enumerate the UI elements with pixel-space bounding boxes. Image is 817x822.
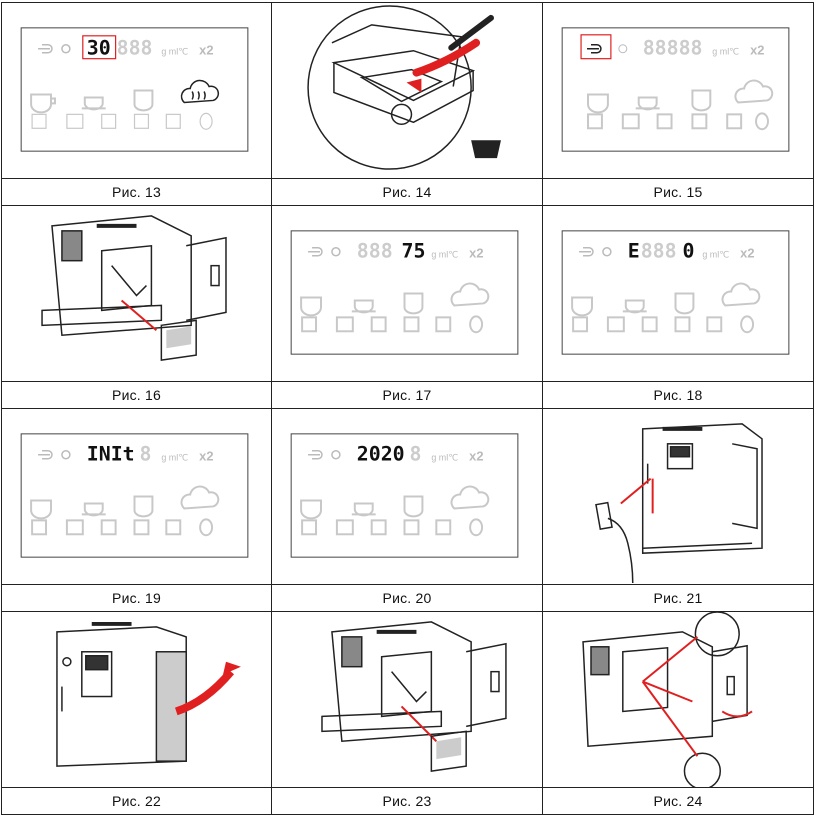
machine-nozzle-illustration: [595, 423, 763, 584]
display-digits: 75: [402, 240, 426, 263]
svg-text:g ml℃: g ml℃: [161, 47, 188, 57]
control-panel-illustration: 888 75 g ml℃ x2: [290, 230, 519, 355]
svg-text:888: 888: [357, 240, 393, 263]
figure-caption: Рис. 14: [272, 178, 542, 205]
figure-caption: Рис. 22: [2, 787, 271, 814]
figure-22: Рис. 22: [1, 611, 272, 815]
figure-caption: Рис. 16: [2, 381, 271, 408]
svg-text:g ml℃: g ml℃: [161, 453, 188, 463]
svg-text:g ml℃: g ml℃: [702, 250, 729, 260]
figure-17: 888 75 g ml℃ x2 Рис. 17: [271, 205, 543, 409]
svg-text:g ml℃: g ml℃: [431, 453, 458, 463]
bean-hopper-illustration: [307, 5, 501, 170]
figure-19: INIt 8 g ml℃ x2 Рис. 19: [1, 408, 272, 612]
svg-text:8: 8: [409, 443, 421, 466]
figure-caption: Рис. 17: [272, 381, 542, 408]
figure-15: 88888 g ml℃ x2 Рис. 15: [542, 2, 814, 206]
svg-text:888: 888: [117, 37, 153, 60]
figure-caption: Рис. 13: [2, 178, 271, 205]
svg-text:0: 0: [682, 240, 694, 263]
control-panel-illustration: INIt 8 g ml℃ x2: [20, 433, 249, 558]
svg-text:x2: x2: [199, 43, 213, 58]
svg-text:INIt: INIt: [87, 443, 135, 466]
control-panel-illustration: 88888 g ml℃ x2: [561, 27, 790, 152]
svg-text:88888: 88888: [643, 37, 703, 60]
figure-20: 2020 8 g ml℃ x2 Рис. 20: [271, 408, 543, 612]
svg-text:E: E: [628, 240, 640, 263]
brew-unit-removal-illustration: [582, 612, 753, 787]
figure-23: Рис. 23: [271, 611, 543, 815]
svg-text:x2: x2: [750, 43, 764, 58]
display-digits: 30: [87, 37, 111, 60]
figure-caption: Рис. 21: [543, 584, 813, 611]
figure-13: 30 888 g ml℃ x2 Ри: [1, 2, 272, 206]
figure-14: Рис. 14: [271, 2, 543, 206]
svg-text:888: 888: [641, 240, 677, 263]
svg-text:g ml℃: g ml℃: [712, 47, 739, 57]
figure-21: Рис. 21: [542, 408, 814, 612]
svg-text:x2: x2: [469, 449, 483, 464]
figure-caption: Рис. 18: [543, 381, 813, 408]
figure-caption: Рис. 19: [2, 584, 271, 611]
svg-text:8: 8: [139, 443, 151, 466]
control-panel-illustration: 2020 8 g ml℃ x2: [290, 433, 519, 558]
brew-unit-illustration: [41, 215, 227, 361]
figure-caption: Рис. 23: [272, 787, 542, 814]
figure-16: Рис. 16: [1, 205, 272, 409]
svg-text:x2: x2: [740, 246, 754, 261]
figure-caption: Рис. 20: [272, 584, 542, 611]
svg-text:x2: x2: [469, 246, 483, 261]
svg-text:2020: 2020: [357, 443, 405, 466]
svg-text:g ml℃: g ml℃: [431, 250, 458, 260]
figure-caption: Рис. 15: [543, 178, 813, 205]
side-panel-illustration: [56, 621, 241, 767]
figure-caption: Рис. 24: [543, 787, 813, 814]
figure-18: E 888 0 g ml℃ x2 Рис. 18: [542, 205, 814, 409]
control-panel-illustration: E 888 0 g ml℃ x2: [561, 230, 790, 355]
figure-24: Рис. 24: [542, 611, 814, 815]
brew-unit-illustration: [321, 621, 507, 772]
svg-text:x2: x2: [199, 449, 213, 464]
control-panel-illustration: 30 888 g ml℃ x2: [20, 27, 249, 152]
